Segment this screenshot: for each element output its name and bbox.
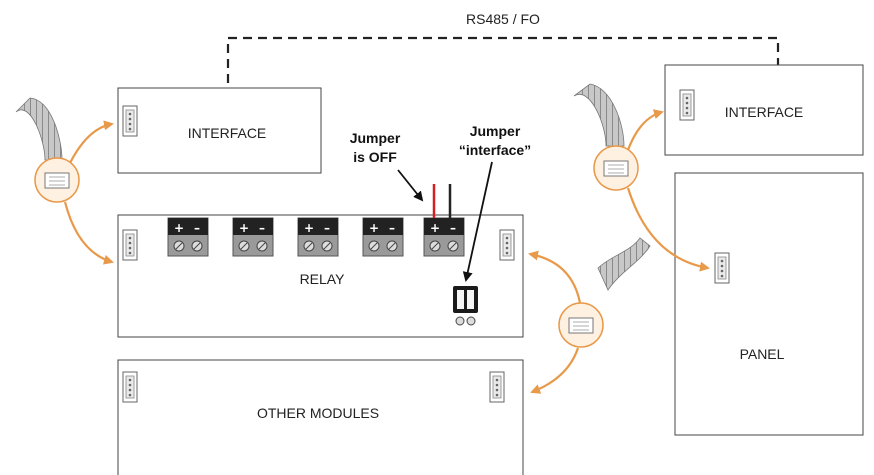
plus-symbol: + — [304, 221, 314, 235]
jumper-off-note: Jumper is OFF — [350, 130, 424, 202]
jumper-off-line-1: Jumper — [350, 130, 401, 146]
terminal-block-3: + – — [297, 217, 339, 257]
jumper-interface-note: Jumper “interface” — [459, 123, 531, 282]
plus-symbol: + — [369, 221, 379, 235]
arrow-to-interface-left — [69, 120, 114, 164]
terminal-block-1: + – — [167, 217, 209, 257]
terminal-block-4: + – — [362, 217, 404, 257]
arrow-to-panel — [626, 187, 710, 272]
jumper-interface-line-2: “interface” — [459, 142, 531, 158]
other-modules: OTHER MODULES — [117, 359, 524, 475]
header-connector-icon — [499, 229, 515, 261]
arrow-to-relay — [63, 201, 114, 265]
header-connector-icon — [122, 105, 138, 137]
terminal-block-2: + – — [232, 217, 274, 257]
other-modules-label: OTHER MODULES — [257, 405, 379, 421]
plus-symbol: + — [174, 221, 184, 235]
interface-module-right: INTERFACE — [664, 64, 864, 156]
connector-plug-icon — [34, 157, 80, 203]
plus-symbol: + — [430, 221, 440, 235]
jumper-interface — [453, 286, 478, 326]
flat-cable-icon — [15, 97, 63, 161]
interface-left-label: INTERFACE — [188, 125, 267, 141]
header-connector-icon — [122, 371, 138, 403]
panel-label: PANEL — [740, 346, 785, 362]
rs485-link: RS485 / FO — [226, 11, 780, 98]
arrow-to-other-modules — [530, 347, 580, 394]
arrow-to-relay-right — [528, 250, 582, 304]
interface-module-left: INTERFACE — [117, 87, 322, 174]
relay-label: RELAY — [300, 271, 346, 287]
minus-symbol: – — [324, 221, 330, 235]
header-connector-icon — [122, 229, 138, 261]
minus-symbol: – — [389, 221, 395, 235]
minus-symbol: – — [194, 221, 200, 235]
minus-symbol: – — [259, 221, 265, 235]
header-connector-icon — [489, 371, 505, 403]
interface-right-label: INTERFACE — [725, 104, 804, 120]
minus-symbol: – — [450, 221, 456, 235]
connector-plug-icon — [593, 145, 639, 191]
relay-module: RELAY + – + – + – + — [117, 184, 524, 338]
panel-module: PANEL — [674, 172, 864, 436]
flat-cable-icon — [597, 237, 651, 291]
plus-symbol: + — [239, 221, 249, 235]
connector-plug-icon — [558, 302, 604, 348]
flat-cable-icon — [573, 83, 625, 147]
jumper-interface-line-1: Jumper — [470, 123, 521, 139]
jumper-off-line-2: is OFF — [353, 149, 397, 165]
terminal-block-5: + – — [423, 217, 465, 257]
arrow-to-interface-right — [626, 109, 664, 151]
header-connector-icon — [714, 252, 730, 284]
link-label: RS485 / FO — [466, 11, 540, 27]
header-connector-icon — [679, 89, 695, 121]
